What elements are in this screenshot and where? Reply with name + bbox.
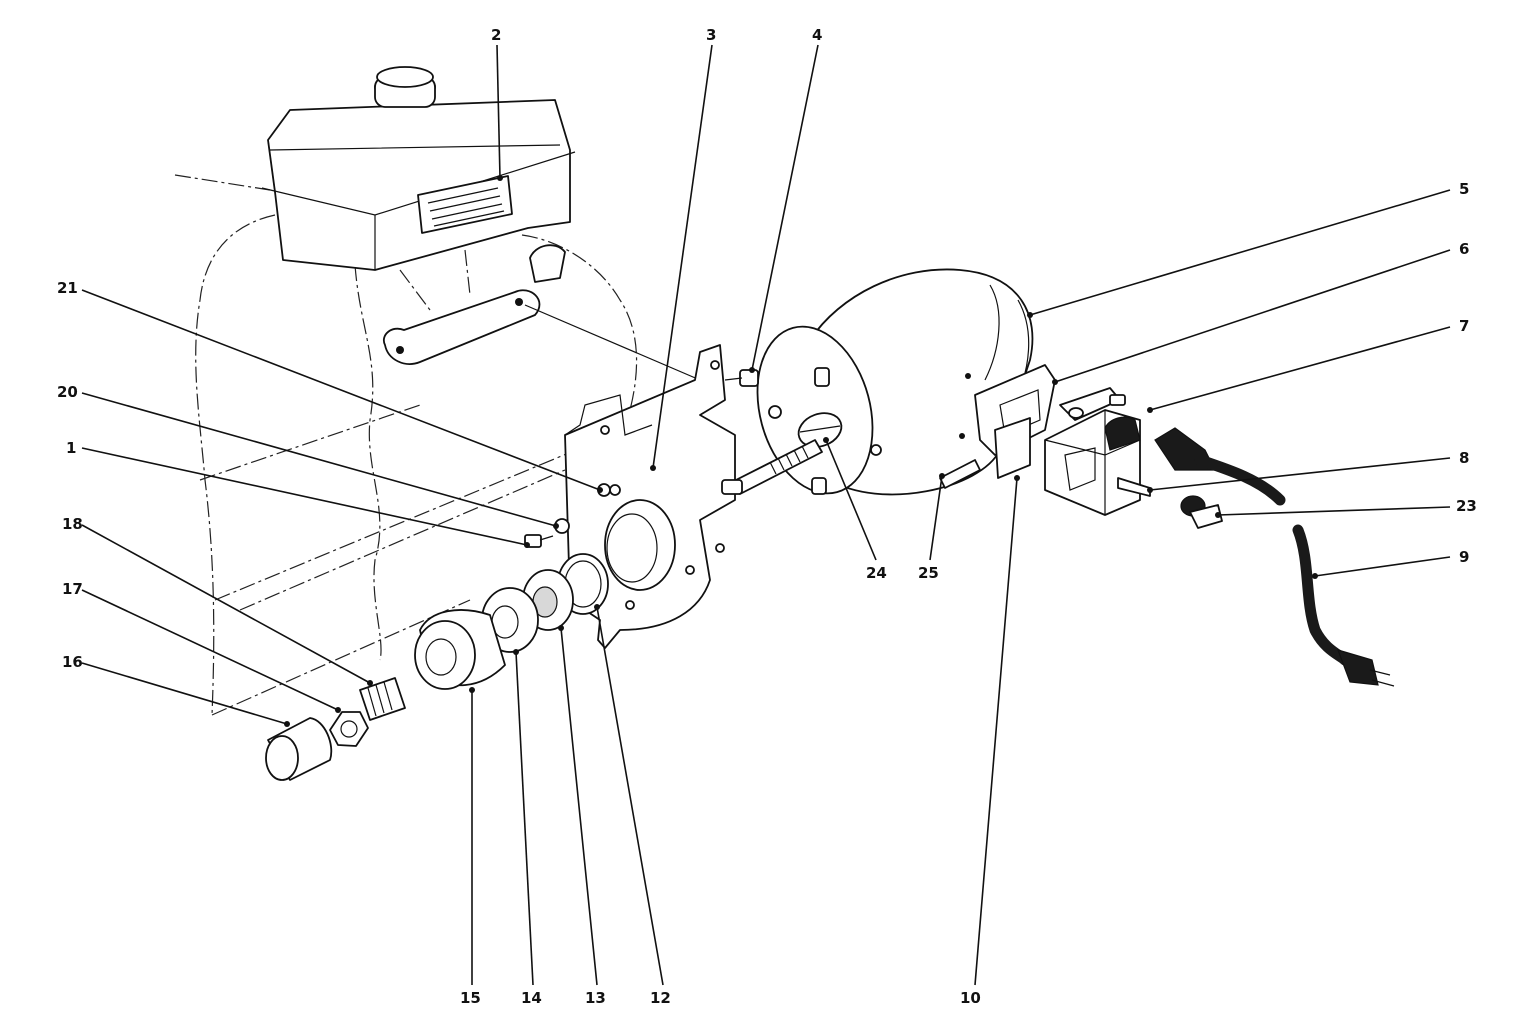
engine-outline (174, 174, 638, 716)
callout-13: 13 (585, 989, 606, 1007)
starter-motor (756, 268, 1034, 496)
callout-2: 2 (491, 26, 501, 44)
fuel-tank (261, 66, 576, 283)
leader-lines (81, 44, 1451, 986)
callout-20: 20 (57, 383, 78, 401)
callout-labels: 1 2 3 4 5 6 7 8 9 10 12 13 14 15 16 17 1… (57, 26, 1477, 1007)
callout-23: 23 (1456, 497, 1477, 515)
callout-10: 10 (960, 989, 981, 1007)
power-cord-upper (1154, 427, 1286, 506)
callout-8: 8 (1459, 449, 1469, 467)
callout-17: 17 (62, 580, 83, 598)
toggle-switch-icon (1117, 477, 1151, 497)
mounting-bracket (564, 344, 736, 649)
callout-9: 9 (1459, 548, 1469, 566)
gasket-plate (939, 364, 1056, 489)
callout-24: 24 (866, 564, 887, 582)
plug-icon (1337, 649, 1379, 686)
callout-25: 25 (918, 564, 939, 582)
callout-16: 16 (62, 653, 83, 671)
callout-21: 21 (57, 279, 78, 297)
callout-3: 3 (706, 26, 716, 44)
callout-18: 18 (62, 515, 83, 533)
callout-4: 4 (812, 26, 822, 44)
drive-assembly (265, 369, 759, 781)
oil-cap-icon (529, 244, 566, 283)
callout-1: 1 (66, 439, 76, 457)
toggle-boot (1180, 495, 1223, 529)
callout-12: 12 (650, 989, 671, 1007)
switch-box (1044, 387, 1151, 516)
mounting-strap (382, 289, 701, 381)
callout-15: 15 (460, 989, 481, 1007)
motor-shaft (721, 439, 823, 495)
through-bolt-icon (814, 367, 830, 387)
callout-7: 7 (1459, 317, 1469, 335)
extension-cord (1292, 524, 1395, 687)
callout-6: 6 (1459, 240, 1469, 258)
callout-14: 14 (521, 989, 542, 1007)
callout-5: 5 (1459, 180, 1469, 198)
